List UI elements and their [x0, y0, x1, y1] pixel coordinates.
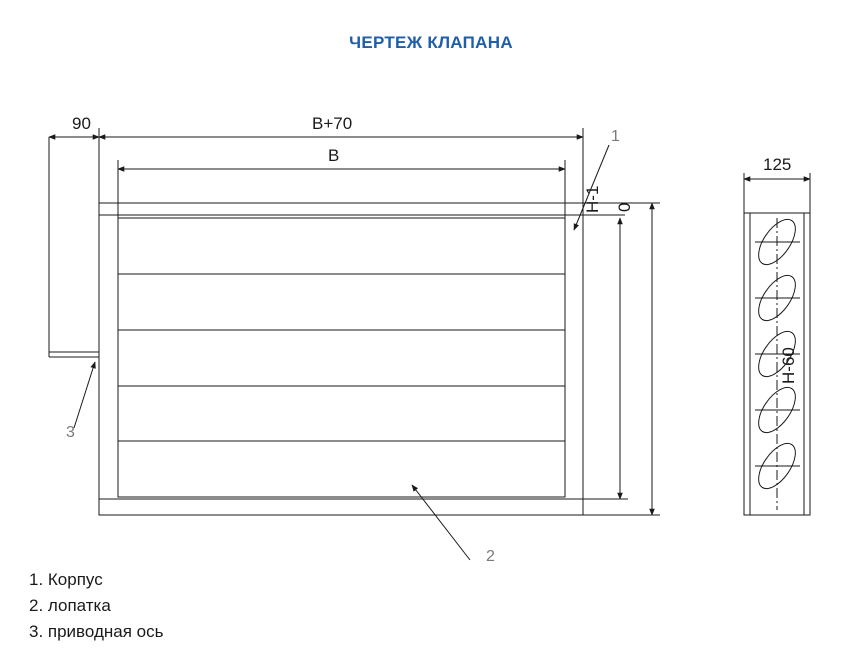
side-blade — [755, 386, 800, 434]
legend-item-drive-shaft: 3. приводная ось — [29, 622, 164, 641]
callout-3: 3 — [66, 424, 75, 441]
leader-1 — [573, 144, 610, 231]
leader-2 — [411, 484, 471, 561]
dim-text-depth: 125 — [763, 155, 791, 174]
callout-leaders — [73, 144, 610, 561]
drawing-title: ЧЕРТЕЖ КЛАПАНА — [349, 33, 513, 52]
inner-panel — [117, 217, 566, 498]
side-blade — [755, 442, 800, 490]
side-blade — [755, 330, 800, 378]
dim-text-inner-width: B — [328, 146, 339, 165]
callout-1: 1 — [611, 128, 620, 145]
dim-text-top-offset: 0 — [615, 203, 634, 212]
side-frame — [743, 212, 811, 516]
frame-outer — [98, 202, 584, 516]
side-blade — [755, 274, 800, 322]
dim-text-90: 90 — [72, 114, 91, 133]
side-blade — [755, 218, 800, 266]
dim-text-height: H-60 — [779, 347, 798, 384]
callout-2: 2 — [486, 548, 495, 565]
side-view — [743, 173, 811, 516]
legend-item-housing: 1. Корпус — [29, 570, 103, 589]
dim-text-small-offset: H-1 — [583, 186, 602, 213]
front-view — [48, 128, 660, 516]
dim-text-outer-width: B+70 — [312, 114, 352, 133]
legend-item-blade: 2. лопатка — [29, 596, 111, 615]
leader-3 — [73, 361, 96, 429]
dimension-lines — [48, 134, 655, 516]
